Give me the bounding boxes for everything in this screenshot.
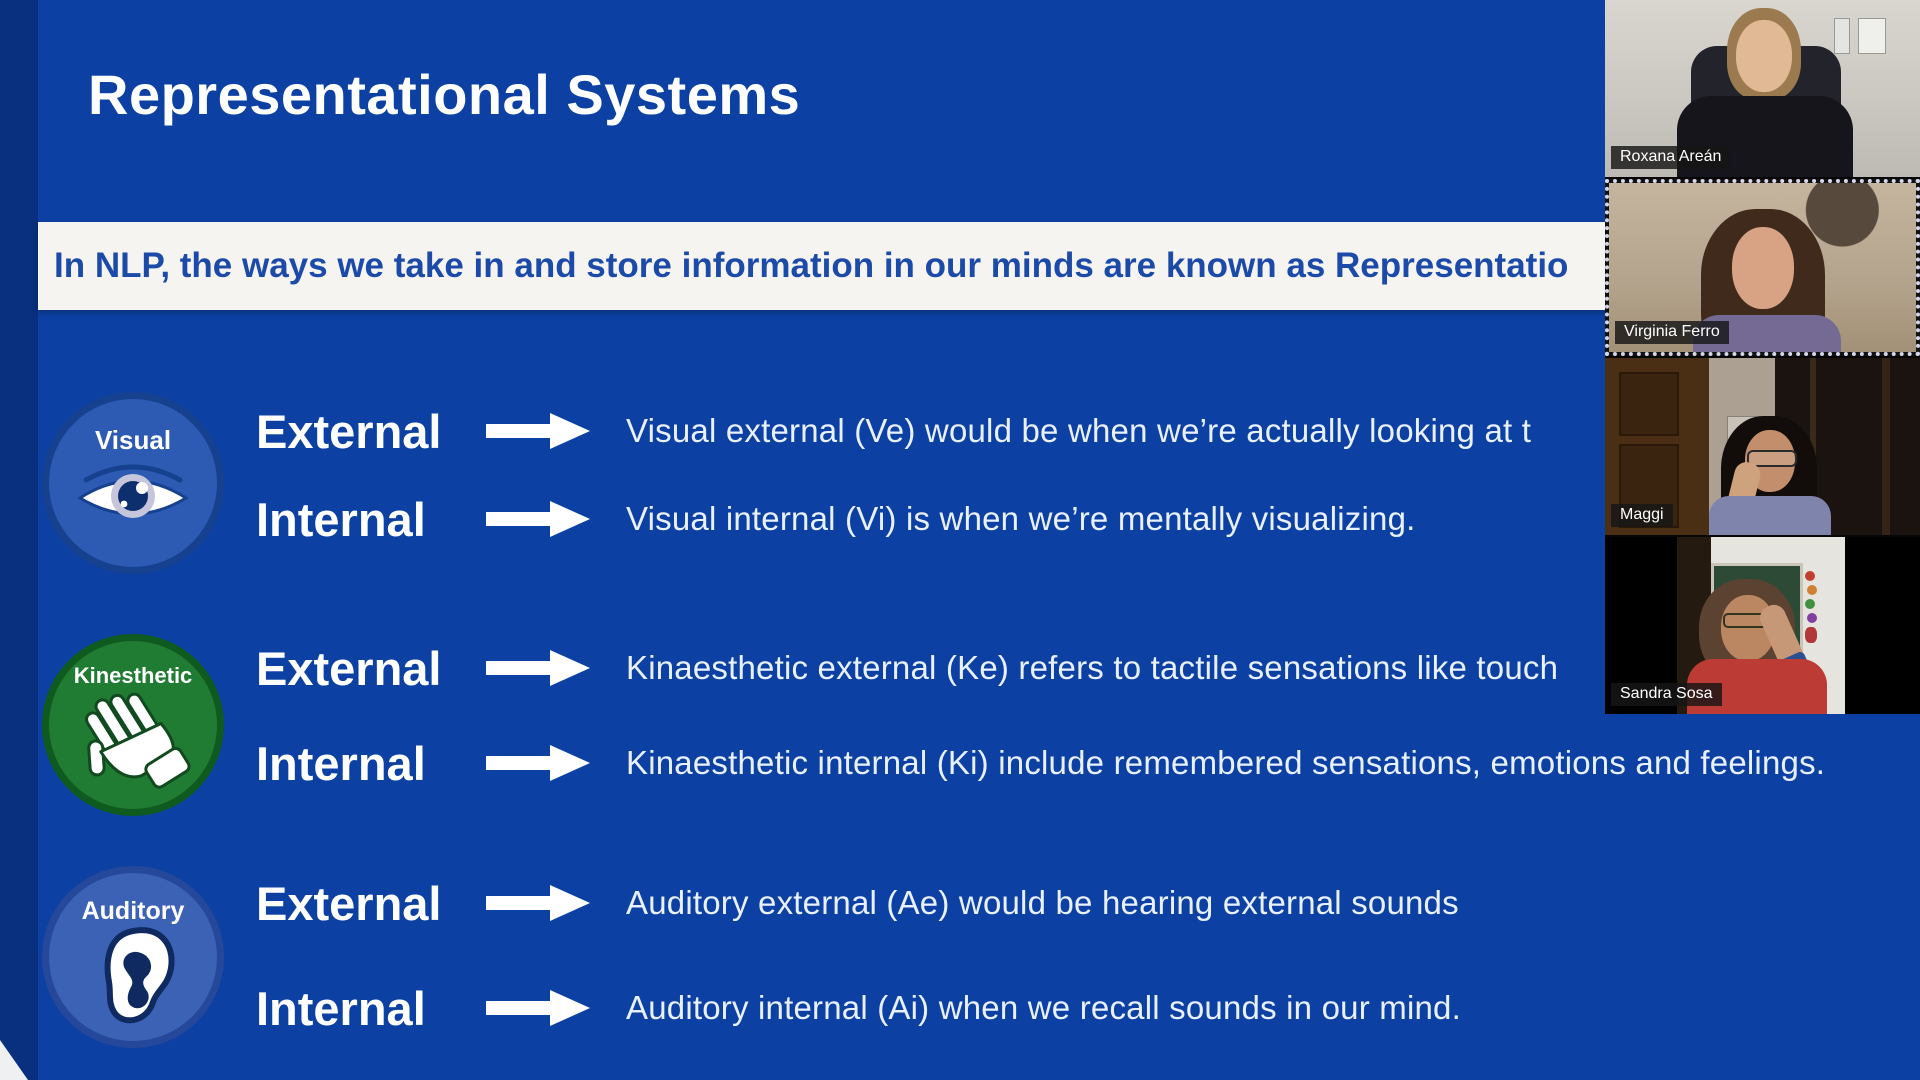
- row-auditory-internal: Internal Auditory internal (Ai) when we …: [256, 977, 1461, 1039]
- row-label: Internal: [256, 736, 426, 790]
- auditory-badge: Auditory: [42, 866, 224, 1048]
- face-shape: [1732, 227, 1794, 309]
- auditory-badge-label: Auditory: [81, 897, 185, 925]
- door-panel: [1619, 372, 1679, 436]
- wall-panel: [1834, 18, 1850, 54]
- visual-badge: Visual: [42, 392, 224, 574]
- door-frame: [1882, 358, 1890, 535]
- wall-panel: [1858, 18, 1886, 54]
- arrow-icon: [486, 501, 590, 537]
- row-description: Auditory internal (Ai) when we recall so…: [626, 989, 1461, 1026]
- participant-tile-roxana[interactable]: Roxana Areán: [1605, 0, 1920, 177]
- hanging-ornament: [1807, 613, 1817, 623]
- portrait-video-area: [1677, 537, 1845, 714]
- row-label: External: [256, 404, 442, 458]
- arrow-icon: [486, 745, 590, 781]
- row-description: Visual internal (Vi) is when we’re menta…: [626, 500, 1416, 537]
- row-label: External: [256, 641, 442, 695]
- participants-strip: Roxana Areán Virginia Ferro: [1605, 0, 1920, 714]
- shoulders-shape: [1709, 496, 1831, 535]
- row-kinesthetic-external: External Kinaesthetic external (Ke) refe…: [256, 637, 1558, 699]
- participant-name-label: Virginia Ferro: [1615, 321, 1729, 344]
- hanging-ornament: [1805, 627, 1817, 643]
- row-label: Internal: [256, 981, 426, 1035]
- arrow-icon: [486, 413, 590, 449]
- row-description: Auditory external (Ae) would be hearing …: [626, 884, 1459, 921]
- row-label: Internal: [256, 492, 426, 546]
- row-visual-internal: Internal Visual internal (Vi) is when we…: [256, 488, 1416, 550]
- kinesthetic-badge-label: Kinesthetic: [73, 663, 193, 688]
- participant-name-label: Roxana Areán: [1611, 146, 1731, 169]
- participant-tile-sandra[interactable]: Sandra Sosa: [1605, 537, 1920, 714]
- row-description: Kinaesthetic external (Ke) refers to tac…: [626, 649, 1559, 686]
- webcam-background: [1605, 537, 1920, 714]
- row-visual-external: External Visual external (Ve) would be w…: [256, 400, 1531, 462]
- visual-badge-label: Visual: [94, 425, 172, 455]
- participant-tile-virginia[interactable]: Virginia Ferro: [1605, 179, 1920, 356]
- glasses-shape: [1747, 450, 1797, 467]
- row-kinesthetic-internal: Internal Kinaesthetic internal (Ki) incl…: [256, 732, 1825, 794]
- hand-icon: [84, 692, 191, 789]
- definition-text: In NLP, the ways we take in and store in…: [54, 246, 1569, 285]
- arrow-icon: [486, 885, 590, 921]
- row-auditory-external: External Auditory external (Ae) would be…: [256, 872, 1459, 934]
- face-shape: [1736, 20, 1792, 92]
- row-label: External: [256, 876, 442, 930]
- participant-name-label: Maggi: [1611, 504, 1673, 527]
- arrow-icon: [486, 650, 590, 686]
- eye-icon: [77, 464, 189, 518]
- hanging-ornament: [1805, 571, 1815, 581]
- arrow-icon: [486, 990, 590, 1026]
- participant-name-label: Sandra Sosa: [1611, 683, 1722, 706]
- participant-tile-maggi[interactable]: Maggi: [1605, 358, 1920, 535]
- kinesthetic-badge: Kinesthetic: [42, 634, 224, 816]
- hanging-ornament: [1807, 585, 1817, 595]
- row-description: Visual external (Ve) would be when we’re…: [626, 412, 1532, 449]
- slide-left-edge: [0, 0, 38, 1080]
- slide-corner-decoration: [0, 1040, 28, 1080]
- row-description: Kinaesthetic internal (Ki) include remem…: [626, 744, 1826, 781]
- hanging-ornament: [1805, 599, 1815, 609]
- ear-icon: [104, 927, 175, 1024]
- slide-title: Representational Systems: [88, 63, 801, 126]
